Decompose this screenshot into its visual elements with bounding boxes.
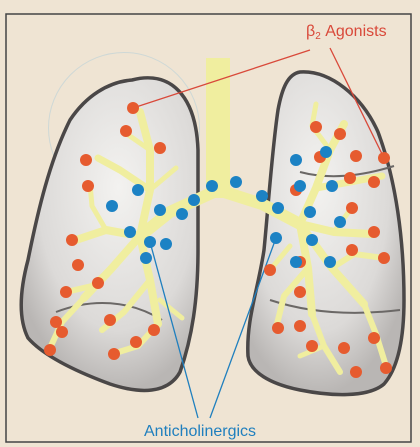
beta-agonist-receptor-dot (104, 314, 116, 326)
anticholinergic-receptor-dot (124, 226, 136, 238)
trachea (206, 58, 230, 198)
anticholinergic-receptor-dot (176, 208, 188, 220)
beta-agonist-receptor-dot (346, 202, 358, 214)
anticholinergic-receptor-dot (270, 232, 282, 244)
beta-agonist-receptor-dot (368, 226, 380, 238)
beta-agonist-receptor-dot (378, 152, 390, 164)
anticholinergic-receptor-dot (324, 256, 336, 268)
beta-agonist-receptor-dot (346, 244, 358, 256)
beta-agonist-receptor-dot (368, 176, 380, 188)
anticholinergic-receptor-dot (188, 194, 200, 206)
anticholinergic-receptor-dot (326, 180, 338, 192)
anticholinergic-receptor-dot (230, 176, 242, 188)
anticholinergic-receptor-dot (290, 256, 302, 268)
beta-agonist-receptor-dot (350, 366, 362, 378)
anticholinergic-receptor-dot (320, 146, 332, 158)
anticholinergic-receptor-dot (144, 236, 156, 248)
beta-agonist-receptor-dot (66, 234, 78, 246)
anticholinergic-receptor-dot (160, 238, 172, 250)
anticholinergic-receptor-dot (140, 252, 152, 264)
agonists-text: Agonists (321, 23, 387, 40)
beta-agonists-label: β2 Agonists (306, 24, 387, 42)
beta-agonist-receptor-dot (82, 180, 94, 192)
beta-agonist-receptor-dot (44, 344, 56, 356)
anticholinergic-receptor-dot (132, 184, 144, 196)
beta-agonist-receptor-dot (378, 252, 390, 264)
anticholinergic-receptor-dot (304, 206, 316, 218)
beta-agonist-receptor-dot (310, 121, 322, 133)
beta-agonist-receptor-dot (368, 332, 380, 344)
anticholinergic-receptor-dot (306, 234, 318, 246)
beta-agonist-receptor-dot (127, 102, 139, 114)
beta-agonist-receptor-dot (344, 172, 356, 184)
anticholinergic-receptor-dot (106, 200, 118, 212)
anticholinergic-receptor-dot (154, 204, 166, 216)
beta-agonist-receptor-dot (380, 362, 392, 374)
beta-agonist-receptor-dot (56, 326, 68, 338)
beta-agonist-receptor-dot (294, 286, 306, 298)
beta-agonist-receptor-dot (350, 150, 362, 162)
beta-agonist-receptor-dot (92, 277, 104, 289)
beta-agonist-receptor-dot (306, 340, 318, 352)
beta-agonist-receptor-dot (72, 259, 84, 271)
anticholinergic-receptor-dot (256, 190, 268, 202)
beta-agonist-receptor-dot (80, 154, 92, 166)
anticholinergic-receptor-dot (272, 202, 284, 214)
beta-agonist-receptor-dot (120, 125, 132, 137)
beta-agonist-receptor-dot (148, 324, 160, 336)
beta-agonist-receptor-dot (338, 342, 350, 354)
anticholinergic-receptor-dot (290, 154, 302, 166)
beta-agonist-receptor-dot (272, 322, 284, 334)
beta-agonist-receptor-dot (50, 316, 62, 328)
beta-symbol: β (306, 23, 315, 40)
anticholinergics-label: Anticholinergics (144, 424, 256, 440)
beta-agonist-receptor-dot (334, 128, 346, 140)
beta-agonist-receptor-dot (108, 348, 120, 360)
anticholinergic-receptor-dot (206, 180, 218, 192)
anticholinergic-receptor-dot (334, 216, 346, 228)
beta-agonist-receptor-dot (294, 320, 306, 332)
beta-agonist-receptor-dot (130, 336, 142, 348)
beta-agonist-receptor-dot (154, 142, 166, 154)
anticholinergic-receptor-dot (294, 180, 306, 192)
beta-agonist-receptor-dot (264, 264, 276, 276)
beta-agonist-receptor-dot (60, 286, 72, 298)
